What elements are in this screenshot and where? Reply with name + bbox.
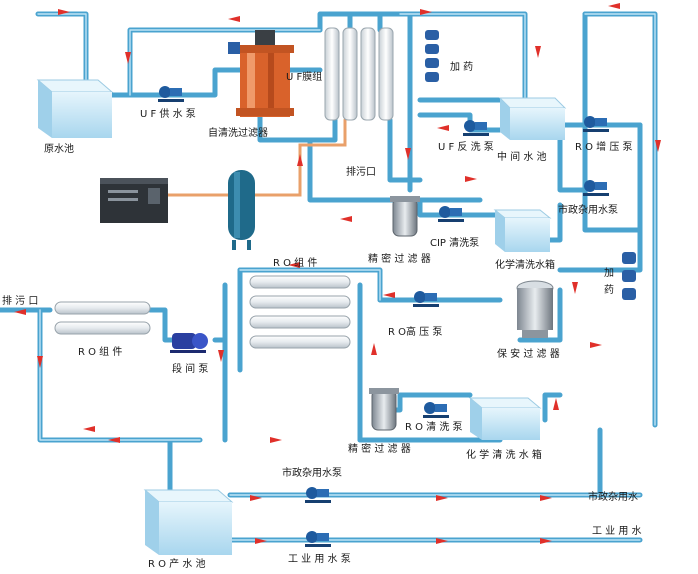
label-uf-backwash-pump: U F 反 洗 泵 [438,141,494,153]
arrow-icon [572,282,578,294]
arrow-icon [436,495,448,501]
label-industrial-pump: 工 业 用 水 泵 [288,553,351,565]
label-chem-tank-bottom: 化 学 清 洗 水 箱 [466,448,542,461]
label-precision-filter-top: 精 密 过 滤 器 [368,252,431,265]
pump-icon [305,531,331,547]
compressor-icon [100,178,168,223]
ro-product-pool [143,489,234,555]
ro-module-mid-icon [249,275,351,349]
label-ro-product-pool: R O 产 水 池 [148,557,206,570]
pump-icon [423,402,449,418]
mid-pool-tank [498,97,567,140]
pipe-network [0,11,658,543]
label-industrial-water: 工 业 用 水 [592,525,642,537]
chem-tank-bottom [468,397,542,440]
pump-icon [413,291,439,307]
dosing-icon [425,30,439,82]
arrow-icon [125,52,131,64]
label-dosing-top: 加 药 [450,61,473,73]
arrow-icon [540,495,552,501]
pipe-highlight [37,13,656,541]
label-municipal-water: 市政杂用水 [588,490,638,503]
arrow-icon [37,356,43,368]
arrow-icon [655,140,661,152]
label-ro-module-mid: R O 组 件 [273,256,317,269]
arrow-icon [255,538,267,544]
pump-icon [583,180,609,196]
label-precision-filter-bottom: 精 密 过 滤 器 [348,442,411,455]
arrow-icon [340,216,352,222]
arrow-icon [383,292,395,298]
label-ro-module-left: R O 组 件 [78,345,122,358]
arrow-icon [540,538,552,544]
label-uf-feed-pump: U F 供 水 泵 [140,107,196,120]
uf-module-icon [324,27,394,121]
label-uf-module: U F膜组 [286,70,322,83]
label-ro-wash-pump: R O 清 洗 泵 [405,420,463,433]
precision-filter-bottom-icon [369,388,399,431]
safety-filter-icon [516,280,554,338]
arrow-icon [437,125,449,131]
arrow-icon [553,398,559,410]
arrow-icon [590,342,602,348]
label-mid-pool: 中 间 水 池 [497,150,547,163]
arrow-icon [250,495,262,501]
label-municipal-pump-right: 市政杂用水泵 [558,203,618,216]
pump-icon [305,487,331,503]
arrow-icon [288,262,300,268]
label-drain-top: 排污口 [346,165,376,178]
label-raw-pool: 原水池 [44,142,74,155]
arrow-icon [58,9,70,15]
chem-tank-top [493,209,552,252]
stage-pump-icon [170,333,208,353]
arrow-icon [218,350,224,362]
raw-pool-tank [36,79,114,138]
label-municipal-pump-bottom: 市政杂用水泵 [282,466,342,479]
pump-icon [583,116,609,132]
flow-arrows [14,3,661,544]
label-ro-booster-pump: R O 增 压 泵 [575,140,633,153]
pump-icon [438,206,464,222]
dosing-icon [622,252,636,300]
ro-module-left-icon [54,301,151,335]
label-stage-pump: 段 间 泵 [172,362,208,375]
label-drain-left: 排 污 口 [2,294,38,307]
arrow-icon [83,426,95,432]
label-cip-pump: CIP 清洗泵 [430,236,479,249]
pump-icon [463,120,489,136]
arrow-icon [270,437,282,443]
arrow-icon [297,154,303,166]
arrow-icon [108,437,120,443]
label-dosing-right-2: 药 [604,284,614,296]
arrow-icon [608,3,620,9]
precision-filter-top-icon [390,196,420,237]
arrow-icon [405,148,411,160]
label-self-clean-filter: 自清洗过滤器 [208,126,268,139]
label-safety-filter: 保 安 过 滤 器 [497,347,560,360]
arrow-icon [420,9,432,15]
air-receiver-icon [228,170,255,250]
arrow-icon [535,46,541,58]
arrow-icon [14,309,26,315]
label-chem-tank-top: 化学清洗水箱 [495,258,555,271]
arrow-icon [371,343,377,355]
label-dosing-right-1: 加 [604,267,614,279]
arrow-icon [228,16,240,22]
pump-icon [158,86,184,102]
arrow-icon [436,538,448,544]
self-clean-filter-icon [228,30,294,117]
label-ro-high-pump: R O高 压 泵 [388,325,442,338]
arrow-icon [465,176,477,182]
